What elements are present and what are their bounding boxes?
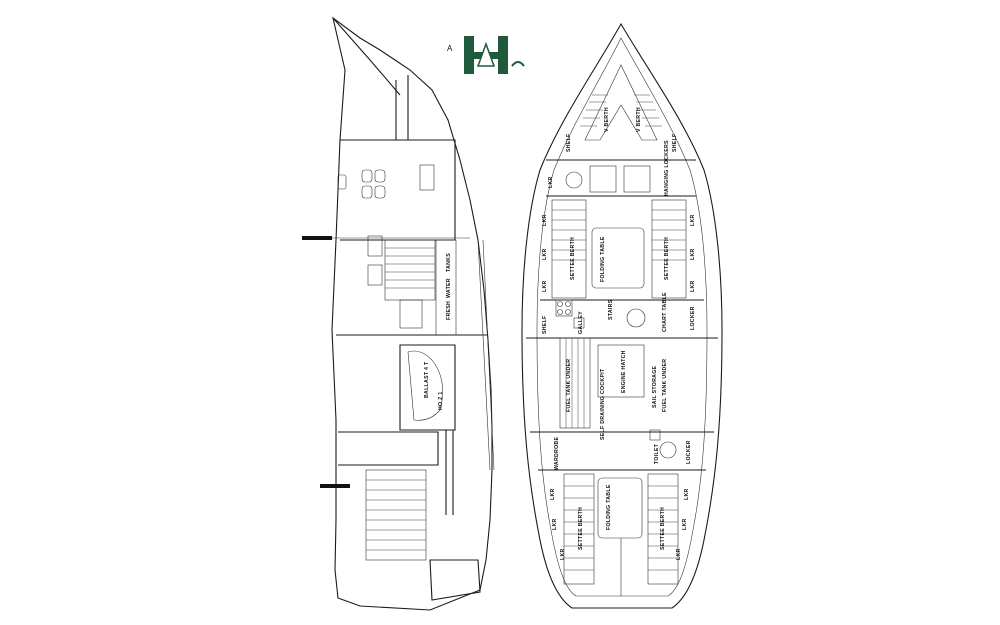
plan-label-lkr-4: LKR [542, 280, 548, 292]
profile-box-3 [419, 164, 435, 191]
plan-settee-aft-right [647, 473, 679, 585]
profile-bow-line [332, 17, 401, 96]
plan-label-lkr-9: LKR [552, 518, 558, 530]
profile-aft-deckhouse [338, 431, 439, 466]
profile-aft-boom [320, 484, 350, 488]
plan-label-folding-table-saloon: FOLDING TABLE [600, 236, 606, 282]
plan-label-locker-chart: LOCKER [690, 306, 696, 330]
profile-label-ballast: BALLAST 4 T [424, 361, 430, 398]
profile-portholes [337, 169, 386, 199]
side-profile: FRESH WATER TANKS BALLAST 4 T HO Z 1 [302, 16, 495, 611]
profile-hull-outline [331, 16, 493, 611]
profile-box-2 [367, 264, 383, 286]
plan-stove-icon [555, 299, 573, 317]
plan-label-shelf-fwd-right: SHELF [672, 133, 678, 152]
plan-label-toilet: TOILET [654, 443, 660, 464]
plan-toilet-fwd-icon [565, 171, 583, 189]
plan-mast-icon [626, 308, 646, 328]
plan-label-shelf-galley: SHELF [542, 315, 548, 334]
plan-settee-right [651, 199, 687, 299]
logo-right-bar [498, 36, 508, 74]
plan-label-lkr-3: LKR [542, 248, 548, 260]
plan-label-lkr-5: LKR [690, 214, 696, 226]
plan-label-locker-aft: LOCKER [686, 440, 692, 464]
plan-label-sail-storage: SAIL STORAGE [652, 365, 658, 408]
plan-engine-hatch [597, 344, 645, 398]
plan-label-stairs: STAIRS [608, 299, 614, 320]
plan-label-lkr-8: LKR [550, 488, 556, 500]
profile-label-tanks: TANKS [446, 253, 452, 272]
profile-ballast [407, 350, 443, 421]
plan-toilet-aft-icon [659, 441, 677, 459]
profile-bowsprit [302, 236, 332, 240]
plan-label-vberth-right: V BERTH [636, 107, 642, 132]
plan-hanging-locker-1 [589, 165, 617, 193]
profile-galley-box [399, 299, 423, 329]
logo: A [447, 36, 525, 74]
plan-label-shelf-fwd-left: SHELF [566, 133, 572, 152]
profile-label-ho: HO Z 1 [438, 391, 444, 410]
plan-v-berth [584, 64, 658, 141]
plan-label-settee-berth-aft-left: SETTEE BERTH [578, 507, 584, 550]
plan-view: V BERTH V BERTH SHELF SHELF LKR HANGING … [521, 22, 723, 609]
plan-label-settee-berth-fwd-right: SETTEE BERTH [664, 237, 670, 280]
profile-rudder [429, 559, 481, 601]
logo-triangle [476, 41, 496, 67]
profile-label-water: WATER [446, 278, 452, 298]
plan-label-lkr-13: LKR [676, 548, 682, 560]
plan-folding-table-saloon [591, 227, 645, 289]
plan-folding-table-aft [597, 477, 643, 539]
plan-label-lkr-12: LKR [682, 518, 688, 530]
profile-box-1 [367, 235, 383, 257]
profile-stern-band [477, 239, 495, 471]
plan-label-fuel-tank-under-right: FUEL TANK UNDER [662, 359, 668, 412]
plan-settee-left [551, 199, 587, 299]
logo-left-bar [464, 36, 474, 74]
plan-label-hanging-lockers: HANGING LOCKERS [664, 140, 670, 196]
plan-saloon-hatching [552, 209, 686, 261]
plan-label-lkr-1: LKR [548, 176, 554, 188]
plan-label-settee-berth-fwd-left: SETTEE BERTH [570, 237, 576, 280]
plan-aft-hatching [564, 485, 678, 571]
plan-deck-line [536, 37, 708, 597]
profile-hatching-upper [384, 239, 436, 301]
logo-wave [511, 61, 525, 67]
plan-label-settee-berth-aft-right: SETTEE BERTH [660, 507, 666, 550]
plan-v-berth-hatching [580, 94, 662, 127]
plan-hull-outline [521, 22, 723, 609]
profile-hatching-lower [365, 469, 427, 561]
plan-label-self-draining-cockpit: SELF DRAINING COCKPIT [600, 368, 606, 440]
plan-cockpit-bench-hatching [559, 337, 591, 429]
plan-label-galley: GALLEY [578, 311, 584, 334]
plan-label-lkr-6: LKR [690, 248, 696, 260]
profile-keel [399, 344, 456, 431]
plan-label-folding-table-aft: FOLDING TABLE [606, 484, 612, 530]
profile-label-fresh: FRESH [446, 301, 452, 320]
plan-label-vberth-left: V BERTH [604, 107, 610, 132]
plan-hanging-locker-2 [623, 165, 651, 193]
plan-aft-sink [649, 429, 661, 441]
logo-small-mark: A [447, 44, 453, 53]
plan-label-lkr-7: LKR [690, 280, 696, 292]
plan-label-lkr-11: LKR [684, 488, 690, 500]
plan-label-fuel-tank-under-left: FUEL TANK UNDER [566, 359, 572, 412]
plan-settee-aft-left [563, 473, 595, 585]
plan-sink-icon [573, 317, 585, 329]
plan-label-lkr-10: LKR [560, 548, 566, 560]
plan-label-engine-hatch: ENGINE HATCH [621, 350, 627, 393]
plan-label-chart-table: CHART TABLE [662, 292, 668, 332]
plan-label-wardrobe: WARDROBE [554, 437, 560, 470]
plan-label-lkr-2: LKR [542, 214, 548, 226]
profile-forward-cabin [340, 139, 456, 241]
